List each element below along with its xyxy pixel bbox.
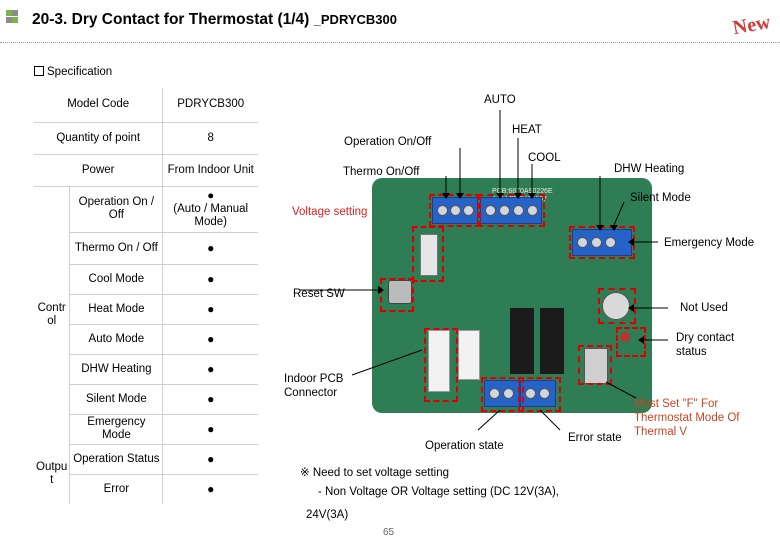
callout-box-reset [380,278,414,312]
page-number: 65 [383,527,395,538]
label-cool: COOL [528,152,561,164]
reset-switch [388,280,412,304]
label-must-set: Must Set "F" For Thermostat Mode Of Ther… [634,398,740,438]
label-indoor-pcb-connector: Indoor PCB Connector [284,373,344,399]
callout-box-voltage [412,226,444,282]
header-divider [0,42,780,43]
table-row: Heat Mode ● [34,294,258,325]
label-auto: AUTO [484,94,516,106]
label-error-state: Error state [568,432,622,444]
table-cell-value: ● [162,294,258,325]
spec-heading-text: Specification [47,66,113,78]
table-cell-item: Auto Mode [69,324,163,355]
new-badge: New [730,5,774,39]
label-operation-state: Operation state [425,440,504,452]
table-row: Auto Mode ● [34,324,258,355]
note-voltage-options: - Non Voltage OR Voltage setting (DC 12V… [318,486,559,498]
table-cell-item: DHW Heating [69,354,163,385]
callout-box-operation-state [481,377,524,412]
label-operation-onoff: Operation On/Off [344,136,432,148]
table-row: DHW Heating ● [34,354,258,385]
header-logo-mark [6,10,18,24]
note-voltage-setting: ※ Need to set voltage setting [300,467,450,479]
table-row: Model Code PDRYCB300 [34,88,258,123]
callout-box-mode [477,194,545,227]
table-row: Contr ol Operation On / Off ● (Auto / Ma… [34,186,258,327]
label-reset-sw: Reset SW [293,288,345,300]
table-cell-value: ● [162,264,258,295]
table-cell-item: Cool Mode [69,264,163,295]
table-cell-value: From Indoor Unit [162,154,258,187]
table-cell-item: Emergency Mode [69,414,163,445]
page-title-suffix: _PDRYCB300 [313,12,397,27]
table-row: Outpu t Operation Status ● [34,444,258,486]
table-cell-item: Silent Mode [69,384,163,415]
table-cell-item: Heat Mode [69,294,163,325]
arrowheads [378,193,644,344]
table-cell-item: Thermo On / Off [69,232,163,265]
label-thermo-onoff: Thermo On/Off [343,166,420,178]
terminal-block-error-state [520,380,556,407]
table-cell-item: Quantity of point [34,122,163,155]
table-cell-value: ● [162,324,258,355]
spec-table: Model Code PDRYCB300 Quantity of point 8… [34,88,258,504]
table-group-output: Outpu t [36,461,68,486]
table-row: Thermo On / Off ● [34,232,258,265]
label-not-used: Not Used [680,302,728,314]
table-row: Emergency Mode ● [34,414,258,445]
checkbox-bullet-icon [34,66,44,76]
status-led [620,332,630,342]
label-dry-contact-status: Dry contact status [676,332,735,358]
terminal-block-mode [480,197,542,224]
page-title-text: 20-3. Dry Contact for Thermostat (1/4) [32,11,310,28]
table-row: Quantity of point 8 [34,122,258,155]
label-dhw-heating: DHW Heating [614,163,685,175]
table-row: Cool Mode ● [34,264,258,295]
callout-box-error-state [518,377,561,412]
callout-box-indoor-connector [424,328,458,402]
spec-heading: Specification [34,66,112,78]
table-row: Silent Mode ● [34,384,258,415]
table-cell-value: ● [162,414,258,445]
label-silent-mode: Silent Mode [630,192,691,204]
table-group-control: Contr ol [37,302,66,328]
table-row: Error ● [34,474,258,504]
table-row: Power From Indoor Unit [34,154,258,187]
table-cell-value: ● [162,384,258,415]
terminal-block-operation-state [484,380,520,407]
table-cell-value: ● (Auto / Manual Mode) [162,186,258,233]
table-cell-item: Power [34,154,163,187]
table-cell-item: Model Code [34,88,163,123]
table-cell-value: ● [162,444,258,475]
callout-box-not-used [598,288,636,324]
connector [458,330,480,380]
callout-box-rotary [578,345,612,385]
dry-contact-status-connector [584,348,608,384]
terminal-block-operation [432,197,478,224]
table-cell-value: ● [162,354,258,385]
table-cell-value: PDRYCB300 [162,88,258,123]
pcb-label-line1: PCB:6870A90226E [492,188,553,195]
callout-box-dry-contact [616,327,646,357]
label-heat: HEAT [512,124,542,136]
table-cell-item: Error [69,474,163,504]
label-emergency-mode: Emergency Mode [664,237,755,249]
callout-box-operation [429,194,481,227]
page-title: 20-3. Dry Contact for Thermostat (1/4) _… [32,11,397,29]
table-cell-value: 8 [162,122,258,155]
table-cell-value: ● [162,232,258,265]
new-badge-icon: New [731,11,773,39]
relay [540,308,564,374]
table-cell-item: Operation On / Off [69,186,163,233]
terminal-block-dhw-silent [572,229,632,256]
relay [510,308,534,374]
indoor-pcb-connector [428,330,450,392]
table-cell-value: ● [162,474,258,504]
label-voltage-setting: Voltage setting [292,206,368,218]
table-cell-item: Operation Status [69,444,163,475]
not-used-rotary [602,292,630,320]
voltage-switch [420,234,438,276]
note-voltage-options-cont: 24V(3A) [306,509,349,521]
